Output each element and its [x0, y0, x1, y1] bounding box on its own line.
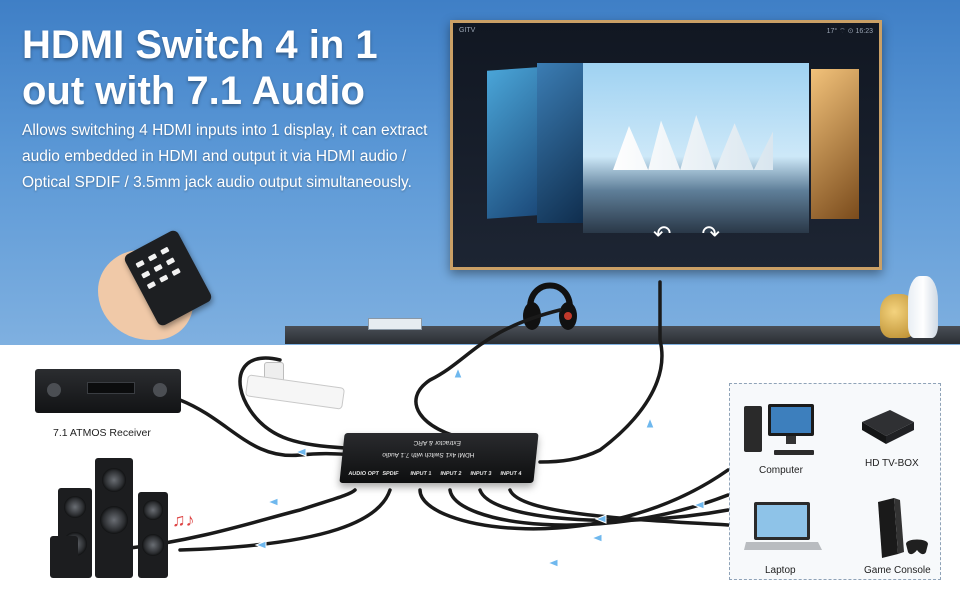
- speaker-cone: [64, 496, 86, 518]
- screen-panel-right: [811, 69, 859, 219]
- tv-brand: GITV: [459, 27, 476, 34]
- desktop-computer-icon: [744, 404, 814, 455]
- port-label-input-3: INPUT 3: [470, 471, 492, 477]
- television: GITV 17° ⌔ ⊙ 16:23 ↶ ↷: [450, 20, 882, 270]
- optical-cable: [178, 488, 392, 552]
- flow-arrow-icon: [294, 447, 307, 457]
- tv-box-label: HD TV-BOX: [865, 458, 919, 469]
- headline-line1: HDMI Switch 4 in 1: [22, 23, 378, 67]
- screen-panel-left-inner: [537, 63, 585, 223]
- port-label-input-2: INPUT 2: [440, 471, 462, 477]
- receiver-display: [87, 382, 135, 394]
- computer-label: Computer: [759, 465, 803, 476]
- flow-arrow-icon: [590, 533, 603, 543]
- white-vase-decor: [908, 276, 938, 338]
- tv-shelf: [285, 326, 960, 344]
- flow-arrow-icon: [645, 416, 655, 429]
- description-text: Allows switching 4 HDMI inputs into 1 di…: [22, 122, 428, 191]
- flow-arrow-icon: [546, 558, 559, 568]
- receiver-cable: [178, 398, 362, 458]
- flow-arrow-icon: [453, 366, 463, 379]
- port-label-input-4: INPUT 4: [500, 471, 522, 477]
- power-cable: [238, 356, 347, 450]
- hdmi-input-1-cable: [418, 468, 730, 531]
- flow-arrow-icon: [594, 514, 607, 524]
- hdmi-switch-box: Extractor & ARC HDMI 4x1 Switch with 7.1…: [339, 433, 539, 483]
- headphone-cable: [414, 308, 562, 442]
- laptop-icon: [744, 502, 822, 550]
- tv-status-bar: GITV 17° ⌔ ⊙ 16:23: [459, 27, 873, 37]
- speaker-cone: [143, 500, 163, 520]
- speaker-cone: [142, 534, 164, 556]
- port-label-audio: AUDIO OPT: [348, 471, 380, 477]
- switch-title: Extractor & ARC: [413, 439, 462, 446]
- speaker-cone: [100, 506, 128, 534]
- flow-arrow-icon: [266, 497, 279, 507]
- flow-arrow-icon: [692, 500, 705, 510]
- headline: HDMI Switch 4 in 1 out with 7.1 Audio: [22, 22, 442, 114]
- sub-speaker: [50, 536, 78, 578]
- music-notes-icon: ♫♪: [172, 510, 195, 530]
- rotate-arrows-icon: ↶ ↷: [653, 221, 732, 246]
- game-console-label: Game Console: [864, 565, 931, 576]
- right-speaker: [138, 492, 168, 578]
- flow-arrow-icon: [254, 540, 267, 550]
- receiver-knob: [153, 383, 167, 397]
- switch-subtitle: HDMI 4x1 Switch with 7.1 Audio: [382, 451, 475, 458]
- tv-screen: GITV 17° ⌔ ⊙ 16:23 ↶ ↷: [453, 23, 879, 267]
- hdmi-input-2-cable: [448, 488, 730, 527]
- receiver-label: 7.1 ATMOS Receiver: [53, 427, 151, 439]
- tv-hdmi-cable: [538, 280, 664, 464]
- game-console-icon: [878, 498, 928, 558]
- screen-panel-main: [583, 63, 809, 233]
- hdmi-input-4-cable: [508, 488, 730, 527]
- source-devices-panel: Computer HD TV-BOX Laptop Game Console: [729, 383, 941, 580]
- headphones-icon: [523, 282, 577, 330]
- port-label-spdif: SPDIF: [382, 471, 399, 477]
- center-tower-speaker: [95, 458, 133, 578]
- port-label-input-1: INPUT 1: [410, 471, 432, 477]
- hdmi-input-3-cable: [478, 488, 730, 523]
- tv-status-info: 17° ⌔ ⊙ 16:23: [826, 28, 873, 35]
- tv-box-icon: [862, 410, 914, 444]
- receiver-knob: [47, 383, 61, 397]
- speaker-cable: [128, 488, 357, 550]
- av-receiver: [35, 369, 181, 413]
- headline-line2: out with 7.1 Audio: [22, 69, 365, 113]
- speaker-cone: [102, 468, 126, 492]
- book-decor: [368, 318, 422, 330]
- speaker-set: [50, 458, 180, 578]
- laptop-label: Laptop: [765, 565, 796, 576]
